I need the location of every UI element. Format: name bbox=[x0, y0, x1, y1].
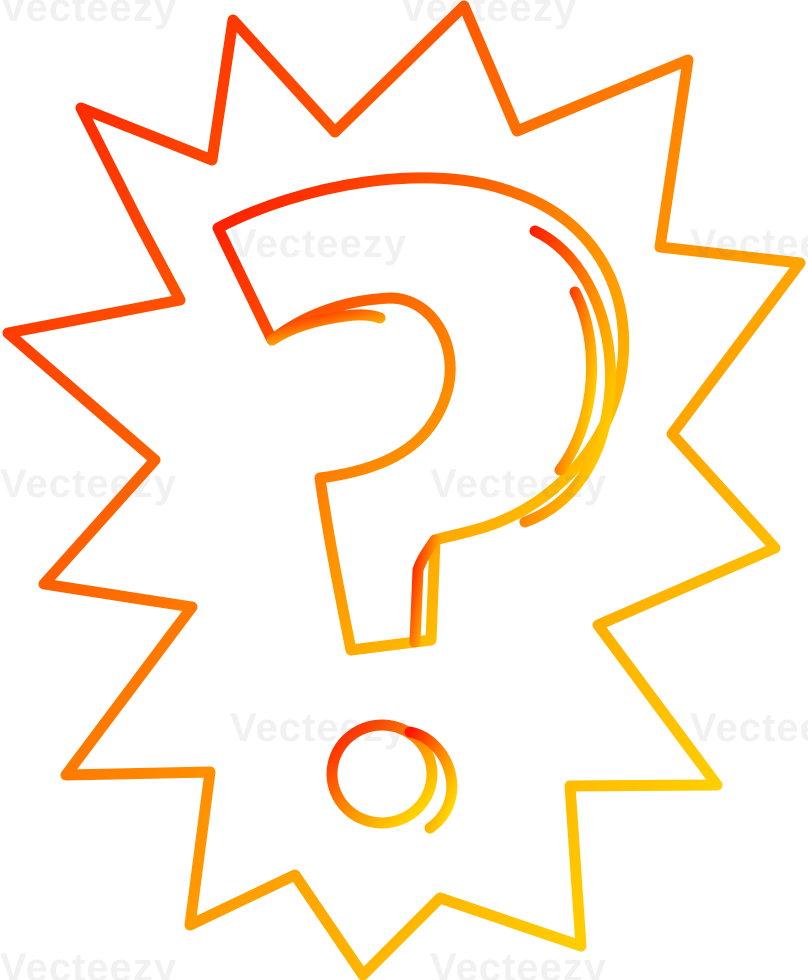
question-mark-inner-ridge bbox=[554, 286, 597, 476]
question-mark-dot bbox=[326, 719, 438, 829]
question-mark-curl-shadow bbox=[266, 309, 386, 346]
question-mark-ridge bbox=[519, 225, 617, 528]
question-mark-stem-edge bbox=[409, 534, 441, 648]
question-mark-dot-side bbox=[404, 726, 458, 834]
